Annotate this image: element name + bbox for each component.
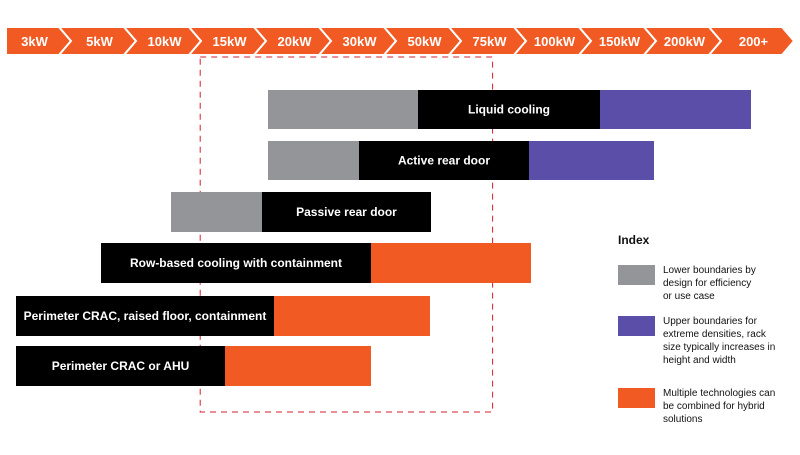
x-tick-label: 150kW bbox=[599, 34, 641, 49]
bar-segment-hybrid bbox=[225, 346, 371, 386]
legend-text-line: design for efficiency bbox=[663, 278, 751, 289]
x-tick-label: 20kW bbox=[278, 34, 313, 49]
x-tick-label: 50kW bbox=[408, 34, 443, 49]
legend-text-line: be combined for hybrid bbox=[663, 401, 765, 412]
bar-segment-core bbox=[359, 141, 529, 180]
bar-segment-lower bbox=[171, 192, 262, 232]
x-tick-label: 5kW bbox=[86, 34, 113, 49]
legend-swatch-lower bbox=[618, 265, 655, 285]
x-tick-label: 200+ bbox=[739, 34, 769, 49]
x-tick-label: 100kW bbox=[534, 34, 576, 49]
bar-label: Perimeter CRAC, raised floor, containmen… bbox=[24, 309, 267, 323]
x-tick-label: 200kW bbox=[664, 34, 706, 49]
bar-segment-core bbox=[16, 296, 274, 336]
bar-label: Row-based cooling with containment bbox=[130, 256, 342, 270]
x-tick-label: 30kW bbox=[343, 34, 378, 49]
legend-text-line: size typically increases in bbox=[663, 342, 775, 353]
bar-segment-upper bbox=[600, 90, 751, 129]
bar-segment-hybrid bbox=[274, 296, 430, 336]
legend-text-line: solutions bbox=[663, 414, 702, 425]
legend-text-line: extreme densities, rack bbox=[663, 329, 767, 340]
bar-segment-core bbox=[418, 90, 600, 129]
legend-swatch-hybrid bbox=[618, 388, 655, 408]
bar-segment-upper bbox=[529, 141, 654, 180]
x-tick-label: 3kW bbox=[21, 34, 48, 49]
bar-segment-hybrid bbox=[371, 243, 531, 283]
legend-text-line: height and width bbox=[663, 355, 736, 366]
x-tick-label: 75kW bbox=[473, 34, 508, 49]
legend-text-line: or use case bbox=[663, 291, 715, 302]
axis-arrow-segment bbox=[706, 26, 796, 56]
legend-text-line: Upper boundaries for bbox=[663, 316, 758, 327]
bar-segment-lower bbox=[268, 90, 418, 129]
bar-label: Passive rear door bbox=[296, 205, 397, 219]
bar-segment-core bbox=[262, 192, 431, 232]
highlight-range-dashed-box bbox=[199, 56, 494, 413]
bar-segment-core bbox=[101, 243, 371, 283]
bar-segment-core bbox=[16, 346, 225, 386]
bar-label: Liquid cooling bbox=[468, 103, 550, 117]
legend-title: Index bbox=[618, 233, 650, 247]
bar-label: Active rear door bbox=[398, 154, 490, 168]
bar-segment-lower bbox=[268, 141, 359, 180]
legend-text-line: Multiple technologies can bbox=[663, 388, 775, 399]
x-tick-label: 10kW bbox=[148, 34, 183, 49]
bar-label: Perimeter CRAC or AHU bbox=[52, 359, 190, 373]
legend-text-line: Lower boundaries by bbox=[663, 265, 756, 276]
x-tick-label: 15kW bbox=[213, 34, 248, 49]
legend-swatch-upper bbox=[618, 316, 655, 336]
